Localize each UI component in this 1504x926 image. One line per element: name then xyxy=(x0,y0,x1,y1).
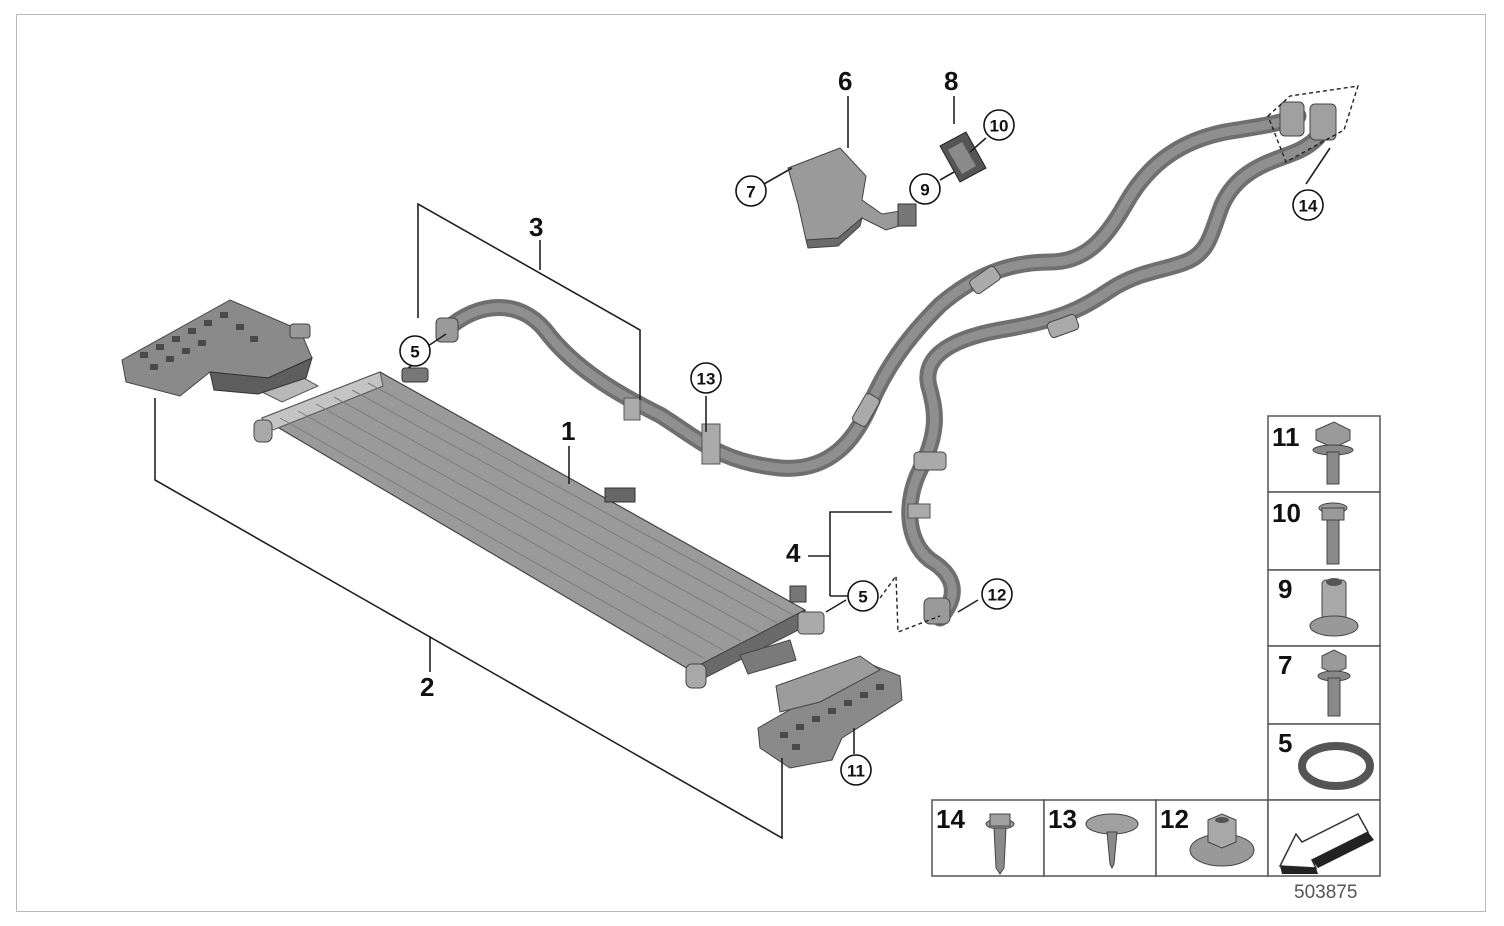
svg-text:13: 13 xyxy=(697,370,716,389)
diagram-reference-number: 503875 xyxy=(1294,882,1357,903)
legend-label-10: 10 xyxy=(1272,498,1301,528)
fastener-legend: 11 10 9 7 5 14 13 12 xyxy=(931,415,1381,877)
bolt-10-icon xyxy=(1318,502,1348,565)
svg-text:11: 11 xyxy=(847,762,865,781)
callout-13: 13 xyxy=(690,362,722,394)
nut-12-icon xyxy=(1189,813,1255,867)
diagram-frame xyxy=(16,14,1486,912)
legend-label-5: 5 xyxy=(1278,728,1292,758)
leader-lines xyxy=(154,85,1360,840)
bolt-11-icon xyxy=(1312,421,1354,485)
callout-6: 6 xyxy=(838,66,852,96)
plain-callouts: 1 2 3 4 6 8 xyxy=(420,66,958,702)
callout-5-lower: 5 xyxy=(847,580,879,612)
callout-10: 10 xyxy=(983,109,1015,141)
bolt-7-icon xyxy=(1317,649,1351,717)
callout-1: 1 xyxy=(561,416,575,446)
callout-14: 14 xyxy=(1292,189,1324,221)
callout-11: 11 xyxy=(840,754,872,786)
o-ring-5-icon xyxy=(1298,742,1374,790)
svg-text:9: 9 xyxy=(920,181,929,200)
callout-7: 7 xyxy=(735,175,767,207)
svg-text:7: 7 xyxy=(746,183,755,202)
hose-bracket-part[interactable] xyxy=(787,147,917,249)
legend-label-14: 14 xyxy=(936,804,965,834)
legend-label-7: 7 xyxy=(1278,650,1292,680)
callout-2: 2 xyxy=(420,672,434,702)
legend-label-13: 13 xyxy=(1048,804,1077,834)
svg-text:10: 10 xyxy=(990,117,1009,136)
radiator-part[interactable] xyxy=(253,367,825,689)
callout-3: 3 xyxy=(529,212,543,242)
legend-label-11: 11 xyxy=(1272,422,1300,452)
circled-callouts: 5 5 7 9 10 11 12 13 14 xyxy=(399,109,1324,786)
lower-hose[interactable] xyxy=(901,103,1337,627)
legend-label-12: 12 xyxy=(1160,804,1189,834)
upper-hose[interactable] xyxy=(435,101,1307,477)
screw-14-icon xyxy=(985,813,1015,875)
callout-8: 8 xyxy=(944,66,958,96)
callout-5-upper: 5 xyxy=(399,335,431,367)
callout-12: 12 xyxy=(981,578,1013,610)
lower-mount-bracket[interactable] xyxy=(757,655,903,769)
callout-9: 9 xyxy=(909,173,941,205)
svg-text:12: 12 xyxy=(988,586,1007,605)
rivet-nut-9-icon xyxy=(1309,578,1359,637)
callout-4: 4 xyxy=(786,538,801,568)
upper-mount-bracket[interactable] xyxy=(121,299,313,397)
legend-label-9: 9 xyxy=(1278,574,1292,604)
clamp-part[interactable] xyxy=(939,131,987,183)
svg-text:5: 5 xyxy=(410,343,419,362)
svg-text:14: 14 xyxy=(1299,197,1318,216)
svg-text:5: 5 xyxy=(858,588,867,607)
screw-13-icon xyxy=(1085,813,1139,870)
direction-arrow-icon xyxy=(1278,813,1374,874)
